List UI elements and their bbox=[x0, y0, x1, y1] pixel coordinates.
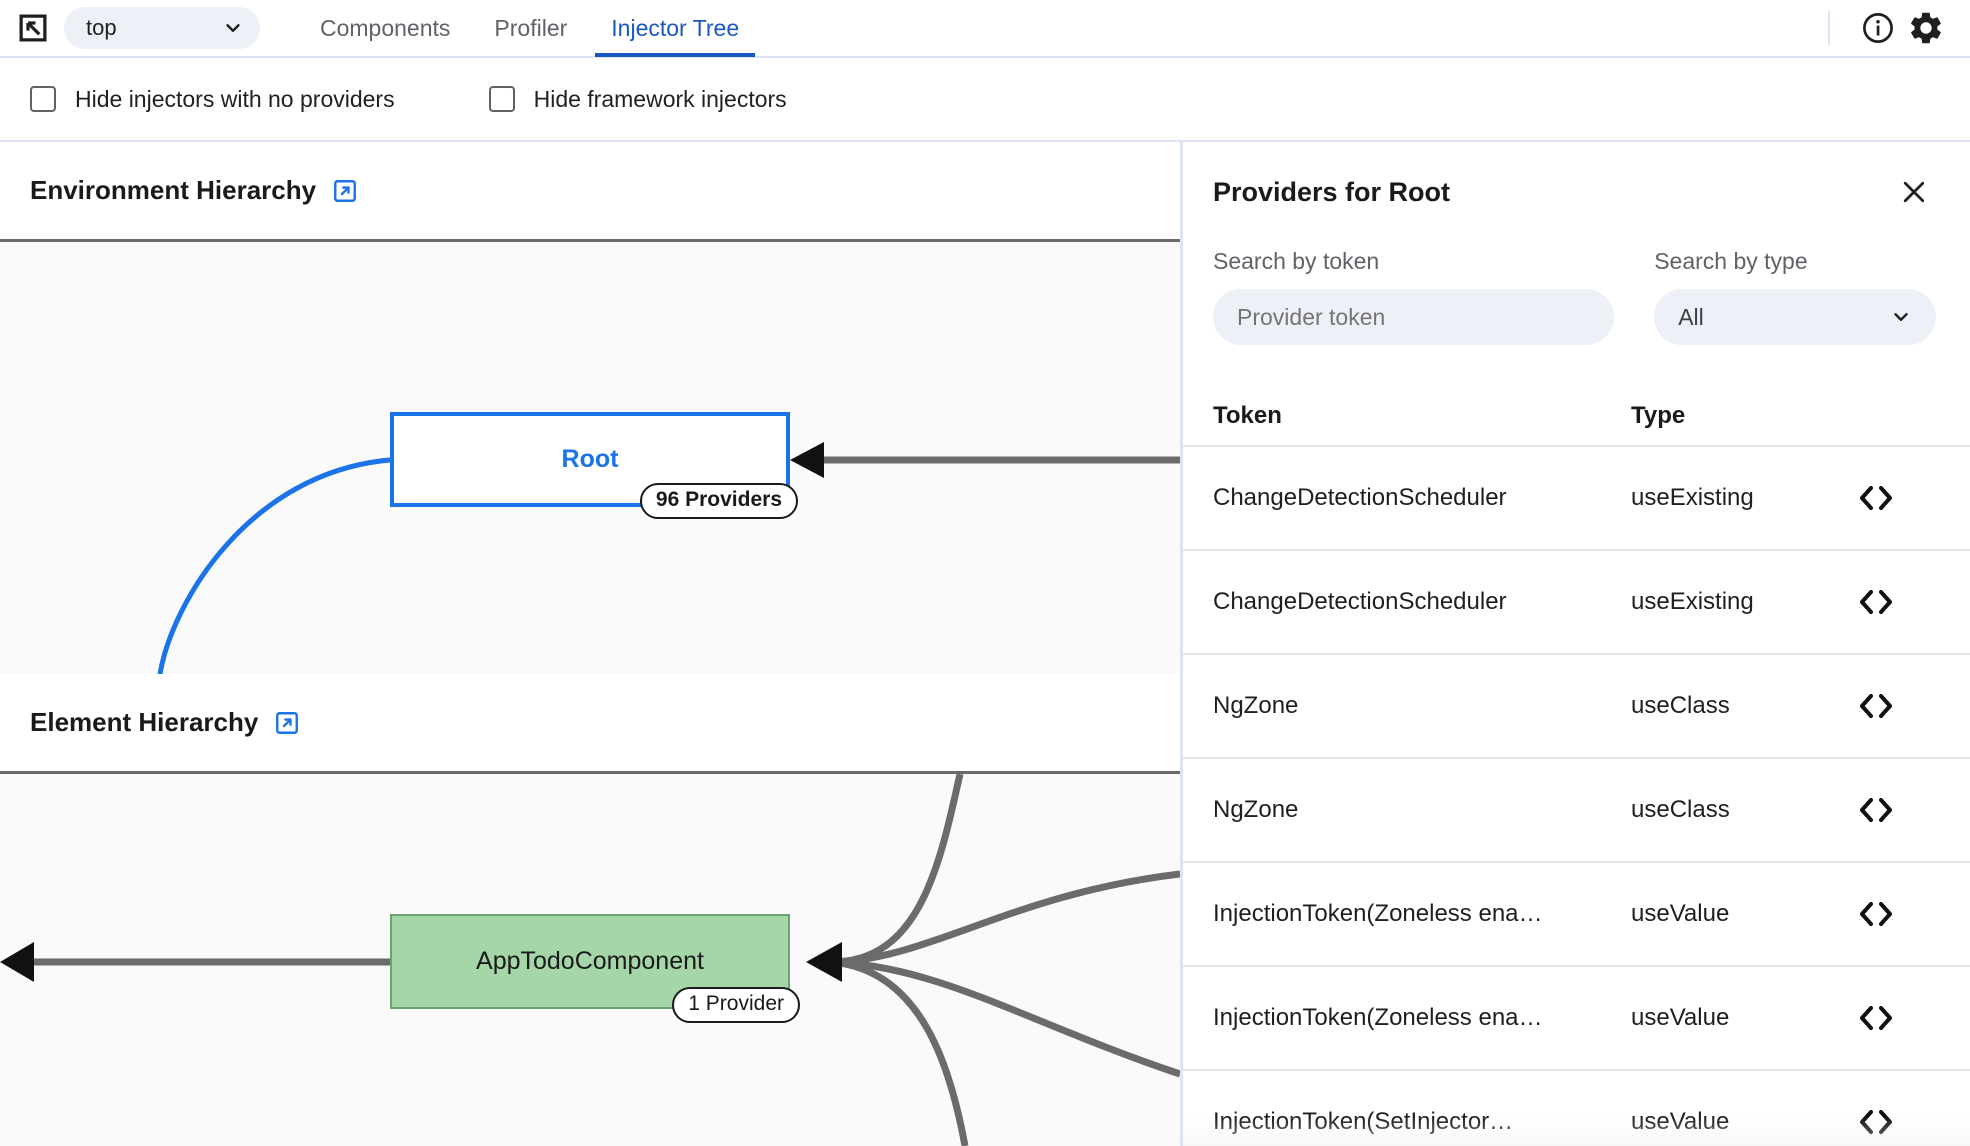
node-label: AppTodoComponent bbox=[476, 947, 704, 975]
cell-token: InjectionToken(SetInjector… bbox=[1213, 1108, 1514, 1135]
environment-hierarchy-header: Environment Hierarchy bbox=[0, 142, 1180, 242]
main-content: Environment Hierarchy bbox=[0, 142, 1970, 1146]
cell-type: useExisting bbox=[1631, 588, 1754, 615]
provider-count-badge: 1 Provider bbox=[672, 987, 800, 1023]
cell-type: useClass bbox=[1631, 796, 1730, 823]
cell-type: useClass bbox=[1631, 692, 1730, 719]
checkbox-hide-no-providers[interactable] bbox=[30, 86, 56, 112]
providers-table-header: Token Type bbox=[1183, 387, 1970, 445]
providers-table: Token Type ChangeDetectionScheduler useE… bbox=[1183, 387, 1970, 1146]
table-row[interactable]: ChangeDetectionScheduler useExisting bbox=[1183, 445, 1970, 549]
frame-select-value: top bbox=[86, 15, 117, 40]
filter-bar: Hide injectors with no providers Hide fr… bbox=[0, 58, 1970, 142]
element-hierarchy-canvas[interactable]: AppTodoComponent 1 Provider bbox=[0, 774, 1180, 1146]
tab-components[interactable]: Components bbox=[320, 15, 451, 41]
providers-panel-title: Providers for Root bbox=[1213, 176, 1451, 207]
providers-panel: Providers for Root Search by token Searc… bbox=[1183, 142, 1970, 1146]
code-brackets-icon[interactable] bbox=[1859, 589, 1893, 615]
cell-token: ChangeDetectionScheduler bbox=[1213, 484, 1507, 511]
table-row[interactable]: NgZone useClass bbox=[1183, 653, 1970, 757]
node-label: Root bbox=[561, 445, 619, 473]
info-circle-icon[interactable] bbox=[1854, 4, 1902, 52]
injector-node-apptodocomponent[interactable]: AppTodoComponent 1 Provider bbox=[390, 914, 800, 1023]
cell-token: ChangeDetectionScheduler bbox=[1213, 588, 1507, 615]
element-hierarchy-header: Element Hierarchy bbox=[0, 674, 1180, 774]
search-type-value: All bbox=[1678, 303, 1704, 330]
tab-injector-tree[interactable]: Injector Tree bbox=[589, 0, 761, 57]
injector-graph-pane: Environment Hierarchy bbox=[0, 142, 1180, 1146]
cell-type: useValue bbox=[1631, 900, 1730, 927]
code-brackets-icon[interactable] bbox=[1859, 693, 1893, 719]
devtools-toolbar: top Components Profiler Injector Tree bbox=[0, 0, 1970, 58]
chevron-down-icon bbox=[222, 17, 244, 39]
environment-hierarchy-section: Environment Hierarchy bbox=[0, 142, 1180, 674]
cell-token: NgZone bbox=[1213, 796, 1299, 823]
cell-type: useValue bbox=[1631, 1004, 1730, 1031]
filter-label: Hide injectors with no providers bbox=[75, 85, 395, 112]
provider-count-badge: 96 Providers bbox=[639, 483, 798, 519]
code-brackets-icon[interactable] bbox=[1859, 797, 1893, 823]
element-hierarchy-title: Element Hierarchy bbox=[30, 707, 259, 737]
cell-token: InjectionToken(Zoneless ena… bbox=[1213, 1004, 1543, 1031]
table-row[interactable]: InjectionToken(SetInjector… useValue bbox=[1183, 1069, 1970, 1146]
filter-hide-no-providers[interactable]: Hide injectors with no providers bbox=[30, 86, 395, 113]
environment-edges bbox=[157, 442, 1180, 674]
code-brackets-icon[interactable] bbox=[1859, 901, 1893, 927]
column-header-token: Token bbox=[1213, 402, 1282, 429]
search-type-select[interactable]: All bbox=[1654, 289, 1936, 345]
toolbar-divider bbox=[1828, 11, 1830, 45]
search-token-input[interactable] bbox=[1213, 289, 1615, 345]
injector-node-root[interactable]: Root 96 Providers bbox=[390, 412, 798, 519]
element-edges bbox=[0, 774, 1180, 1146]
providers-search-row: Search by token Search by type All bbox=[1183, 242, 1970, 345]
tab-bar: Components Profiler Injector Tree bbox=[298, 0, 761, 57]
toolbar-actions bbox=[1828, 4, 1970, 52]
cell-type: useExisting bbox=[1631, 484, 1754, 511]
close-icon[interactable] bbox=[1892, 170, 1936, 214]
filter-hide-framework[interactable]: Hide framework injectors bbox=[488, 85, 787, 113]
gear-icon[interactable] bbox=[1902, 4, 1950, 52]
search-by-type-field: Search by type All bbox=[1654, 248, 1936, 345]
code-brackets-icon[interactable] bbox=[1859, 485, 1893, 511]
external-link-icon[interactable] bbox=[332, 178, 358, 204]
environment-hierarchy-canvas[interactable]: Root 96 Providers bbox=[0, 242, 1180, 674]
column-header-type: Type bbox=[1631, 402, 1686, 429]
table-row[interactable]: NgZone useClass bbox=[1183, 757, 1970, 861]
table-row[interactable]: InjectionToken(Zoneless ena… useValue bbox=[1183, 965, 1970, 1069]
environment-hierarchy-title: Environment Hierarchy bbox=[30, 175, 317, 205]
search-by-type-label: Search by type bbox=[1654, 248, 1808, 274]
search-by-token-field: Search by token bbox=[1213, 248, 1615, 345]
search-by-token-label: Search by token bbox=[1213, 248, 1380, 274]
select-element-glyph bbox=[19, 14, 47, 42]
element-hierarchy-section: Element Hierarchy bbox=[0, 674, 1180, 1146]
table-row[interactable]: InjectionToken(Zoneless ena… useValue bbox=[1183, 861, 1970, 965]
cell-type: useValue bbox=[1631, 1108, 1730, 1135]
table-row[interactable]: ChangeDetectionScheduler useExisting bbox=[1183, 549, 1970, 653]
providers-panel-header: Providers for Root bbox=[1183, 142, 1970, 242]
checkbox-hide-framework[interactable] bbox=[488, 86, 515, 112]
code-brackets-icon[interactable] bbox=[1859, 1109, 1893, 1135]
cell-token: NgZone bbox=[1213, 692, 1299, 719]
external-link-icon[interactable] bbox=[274, 710, 300, 736]
filter-label: Hide framework injectors bbox=[533, 85, 787, 112]
code-brackets-icon[interactable] bbox=[1859, 1005, 1893, 1031]
select-element-icon[interactable] bbox=[16, 11, 50, 45]
pane-divider[interactable] bbox=[1180, 142, 1183, 1146]
chevron-down-icon bbox=[1890, 306, 1912, 328]
frame-select[interactable]: top bbox=[64, 7, 260, 49]
cell-token: InjectionToken(Zoneless ena… bbox=[1213, 900, 1543, 927]
tab-profiler[interactable]: Profiler bbox=[494, 15, 568, 41]
